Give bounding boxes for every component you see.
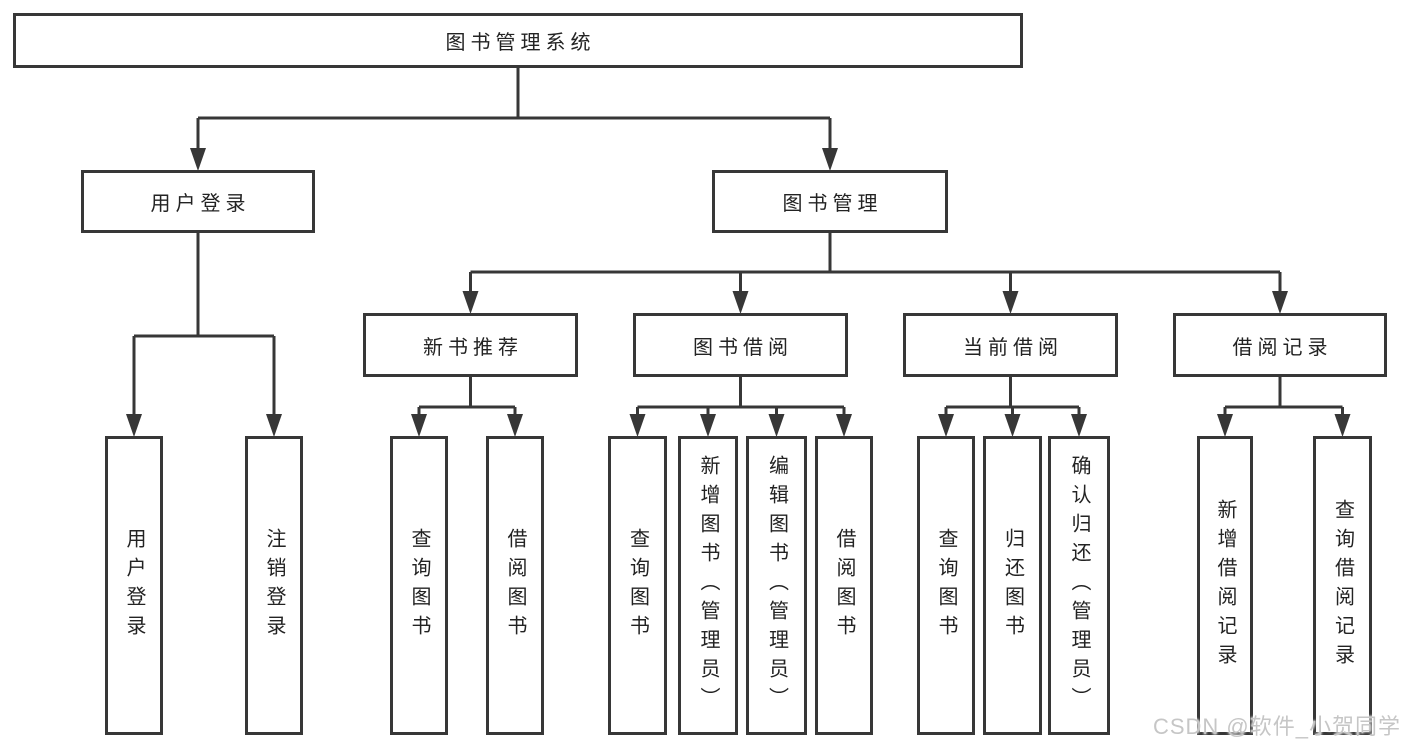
arrowhead-icon	[836, 414, 852, 437]
box-user-login: 用户登录	[81, 170, 315, 233]
arrowhead-icon	[822, 148, 838, 171]
arrowhead-icon	[1217, 414, 1233, 437]
arrowhead-icon	[1004, 414, 1021, 437]
arrowhead-icon	[1334, 414, 1351, 437]
arrowhead-icon	[768, 414, 785, 437]
box-cur-confirm: 确认归还（管理员）	[1048, 436, 1110, 735]
watermark: CSDN @软件_小贺同学	[1152, 714, 1401, 739]
arrowhead-icon	[190, 148, 206, 171]
box-cur-query: 查询图书	[917, 436, 975, 735]
box-bw-query: 查询图书	[608, 436, 667, 735]
box-logout: 注销登录	[245, 436, 303, 735]
box-bw-edit: 编辑图书（管理员）	[746, 436, 807, 735]
box-rec-add: 新增借阅记录	[1197, 436, 1253, 735]
box-bw-borrow: 借阅图书	[815, 436, 873, 735]
box-nb-borrow: 借阅图书	[486, 436, 544, 735]
arrowhead-icon	[938, 414, 954, 437]
arrowhead-icon	[126, 414, 142, 437]
arrowhead-icon	[1071, 414, 1087, 437]
box-book-mgmt: 图书管理	[712, 170, 948, 233]
arrowhead-icon	[732, 291, 749, 314]
box-bw-add: 新增图书（管理员）	[678, 436, 738, 735]
box-login: 用户登录	[105, 436, 163, 735]
box-cur-return: 归还图书	[983, 436, 1042, 735]
arrowhead-icon	[266, 414, 282, 437]
box-root: 图书管理系统	[13, 13, 1023, 68]
box-current: 当前借阅	[903, 313, 1118, 377]
arrowhead-icon	[462, 291, 479, 314]
arrowhead-icon	[507, 414, 523, 437]
box-records: 借阅记录	[1173, 313, 1387, 377]
box-new-books: 新书推荐	[363, 313, 578, 377]
arrowhead-icon	[1272, 291, 1288, 314]
arrowhead-icon	[629, 414, 646, 437]
box-nb-query: 查询图书	[390, 436, 448, 735]
box-rec-query: 查询借阅记录	[1313, 436, 1372, 735]
arrowhead-icon	[1002, 291, 1019, 314]
arrowhead-icon	[411, 414, 427, 437]
arrowhead-icon	[700, 414, 716, 437]
box-borrowing: 图书借阅	[633, 313, 848, 377]
